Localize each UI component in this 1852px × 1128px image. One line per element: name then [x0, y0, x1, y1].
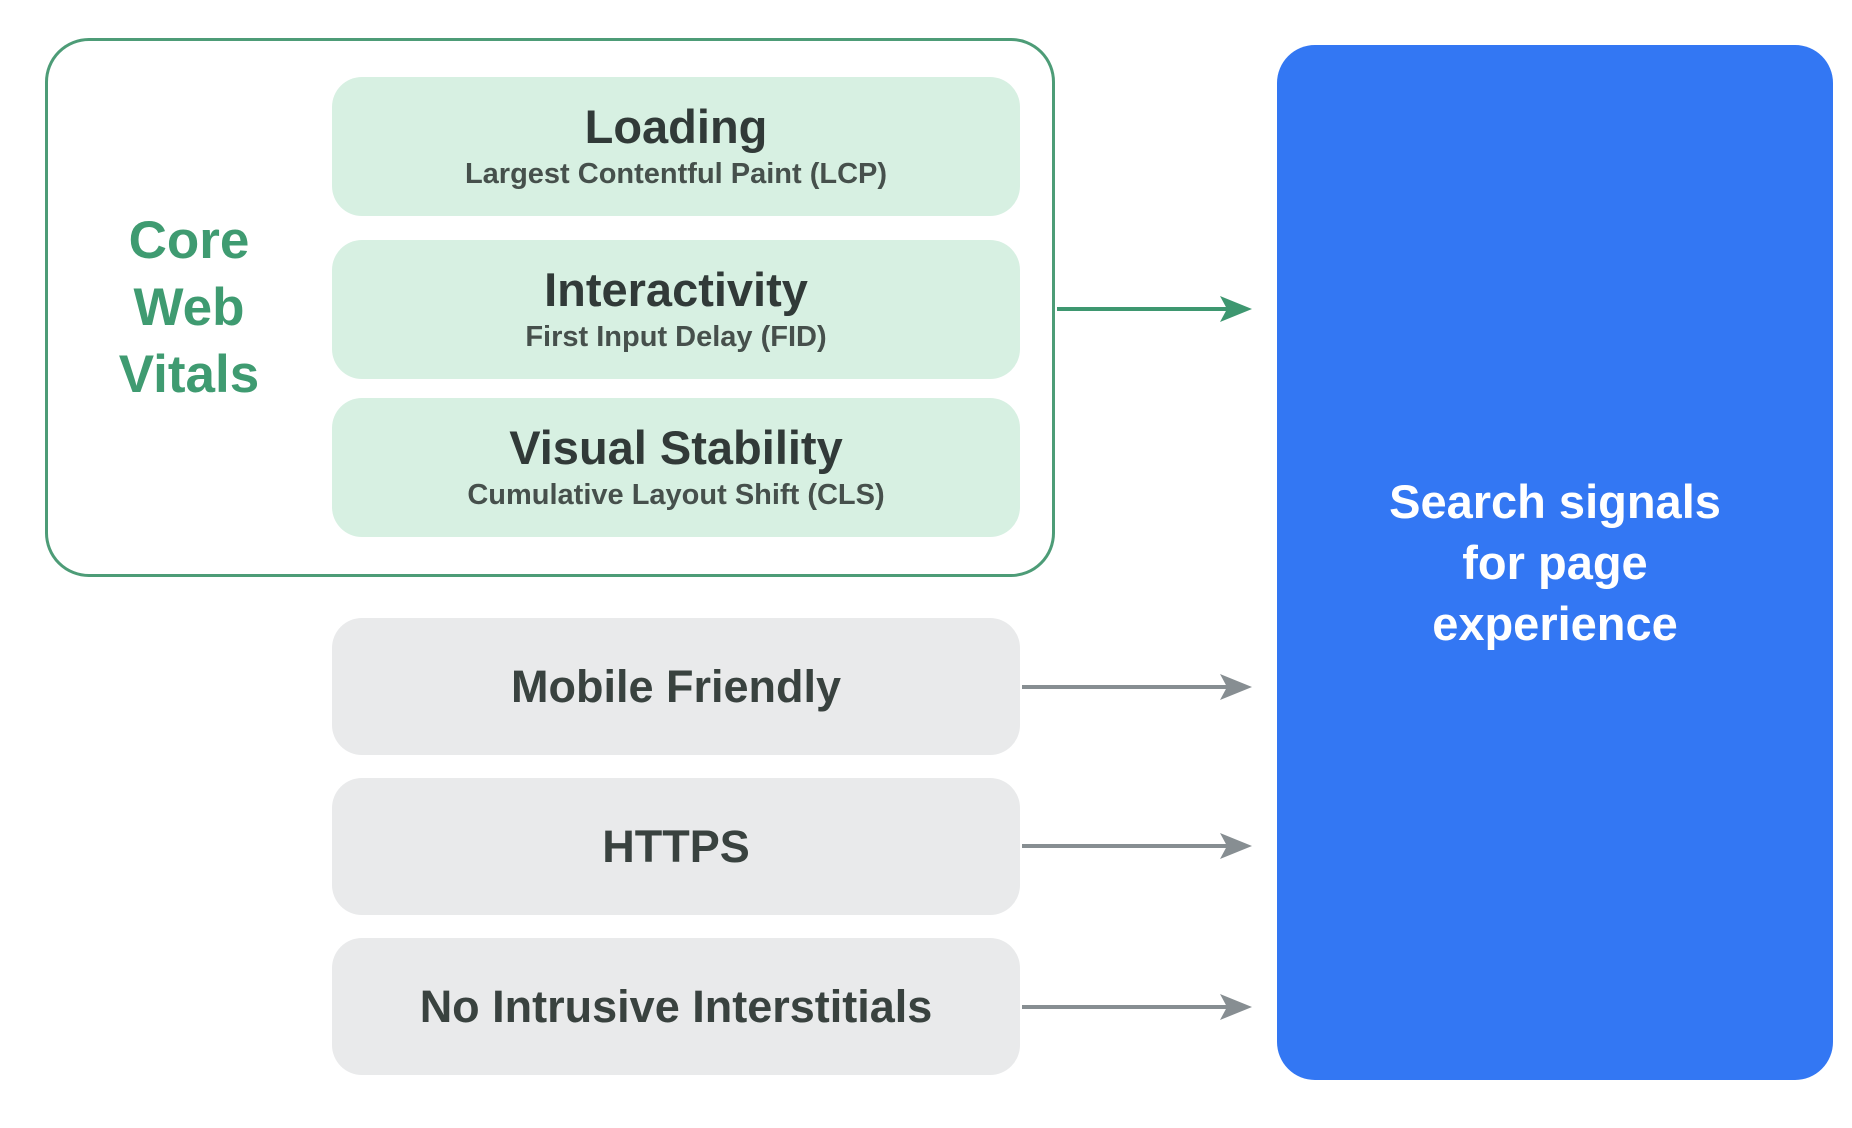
arrow-no-intrusive-interstitials	[1022, 994, 1252, 1020]
vital-subtitle-lcp: Largest Contentful Paint (LCP)	[464, 158, 888, 191]
core-web-vitals-label: Core Web Vitals	[118, 211, 260, 404]
signal-label-no-intrusive-interstitials: No Intrusive Interstitials	[419, 980, 933, 1032]
search-signals-box: Search signals for page experience	[1277, 45, 1833, 1080]
vital-title-loading: Loading	[584, 99, 768, 153]
vital-box-loading: Loading Largest Contentful Paint (LCP)	[332, 77, 1020, 216]
signal-label-mobile-friendly: Mobile Friendly	[510, 660, 842, 712]
signal-box-mobile-friendly: Mobile Friendly	[332, 618, 1020, 755]
search-signals-label: Search signals for page experience	[1389, 475, 1721, 650]
vital-title-visual-stability: Visual Stability	[509, 420, 843, 474]
vital-title-interactivity: Interactivity	[544, 262, 808, 316]
arrow-core-web-vitals	[1057, 296, 1252, 322]
vital-subtitle-cls: Cumulative Layout Shift (CLS)	[467, 479, 885, 512]
arrow-mobile-friendly	[1022, 674, 1252, 700]
vital-subtitle-fid: First Input Delay (FID)	[525, 321, 827, 354]
arrow-https	[1022, 833, 1252, 859]
signal-box-no-intrusive-interstitials: No Intrusive Interstitials	[332, 938, 1020, 1075]
core-web-vitals-group	[45, 38, 1055, 577]
signal-box-https: HTTPS	[332, 778, 1020, 915]
vital-box-interactivity: Interactivity First Input Delay (FID)	[332, 240, 1020, 379]
signal-label-https: HTTPS	[602, 820, 750, 872]
vital-box-visual-stability: Visual Stability Cumulative Layout Shift…	[332, 398, 1020, 537]
